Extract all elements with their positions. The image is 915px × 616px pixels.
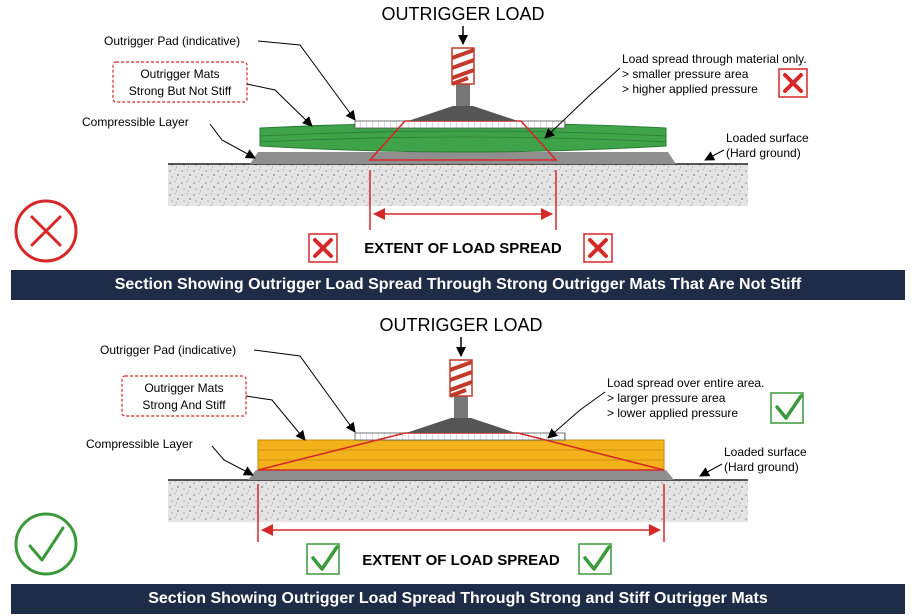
spread-leader [544, 67, 621, 139]
pad-leader [253, 349, 356, 433]
outrigger-foot [408, 106, 518, 121]
extent-label: EXTENT OF LOAD SPREAD [362, 552, 560, 569]
surface-label-line2: (Hard ground) [724, 460, 799, 474]
mats-label-line1: Outrigger Mats [140, 67, 219, 81]
load-title: OUTRIGGER LOAD [381, 4, 544, 24]
pad-leader [257, 40, 356, 121]
check-circle-icon [14, 512, 78, 576]
surface-leader [699, 463, 723, 477]
mats-label-box [121, 375, 247, 417]
spread-leader [547, 391, 606, 439]
cross-icon [583, 233, 613, 263]
load-title: OUTRIGGER LOAD [379, 315, 542, 335]
mat-seam [259, 136, 667, 143]
check-icon [770, 392, 804, 424]
panel-not-stiff: OUTRIGGER LOAD Outrigger Pad (indicative… [14, 4, 809, 263]
caption-not-stiff: Section Showing Outrigger Load Spread Th… [11, 270, 905, 300]
mats-leader [245, 395, 306, 441]
mats-label-line1: Outrigger Mats [144, 381, 223, 395]
surface-leader [704, 149, 725, 161]
compressible-leader [211, 445, 254, 476]
spread-note-line2: > larger pressure area [607, 391, 726, 405]
spread-note-line3: > higher applied pressure [622, 82, 758, 96]
outrigger-leg [454, 396, 468, 418]
hard-ground [168, 480, 748, 522]
spread-note-line1: Load spread through material only. [622, 52, 807, 66]
pad-label: Outrigger Pad (indicative) [100, 343, 236, 357]
mat-seam [259, 130, 667, 137]
check-icon [306, 543, 340, 575]
spread-note-line1: Load spread over entire area. [607, 376, 764, 390]
compressible-layer [250, 152, 676, 164]
surface-label-line1: Loaded surface [726, 131, 809, 145]
spread-note-line3: > lower applied pressure [607, 406, 738, 420]
surface-label-line1: Loaded surface [724, 445, 807, 459]
compressible-leader [209, 123, 256, 159]
cross-icon [308, 233, 338, 263]
compressible-label: Compressible Layer [82, 115, 189, 129]
spread-note-line2: > smaller pressure area [622, 67, 749, 81]
check-icon [578, 543, 612, 575]
mats-label-line2: Strong And Stiff [142, 398, 226, 412]
pad-label: Outrigger Pad (indicative) [104, 34, 240, 48]
panel-stiff: OUTRIGGER LOAD Outrigger Pad (indicative… [14, 315, 807, 576]
mats-label-line2: Strong But Not Stiff [129, 84, 232, 98]
mats-leader [246, 83, 313, 127]
outrigger-foot [406, 418, 516, 433]
compressible-label: Compressible Layer [86, 437, 193, 451]
hard-ground [168, 164, 748, 206]
extent-label: EXTENT OF LOAD SPREAD [364, 240, 562, 257]
cross-icon [778, 68, 808, 98]
mats-label-box [112, 61, 248, 103]
cross-circle-icon [14, 199, 78, 263]
outrigger-pad [354, 120, 566, 129]
caption-stiff: Section Showing Outrigger Load Spread Th… [11, 584, 905, 614]
outrigger-leg [456, 84, 470, 106]
surface-label-line2: (Hard ground) [726, 146, 801, 160]
compressible-layer [248, 470, 674, 480]
outrigger-mats-stiff [257, 439, 665, 471]
